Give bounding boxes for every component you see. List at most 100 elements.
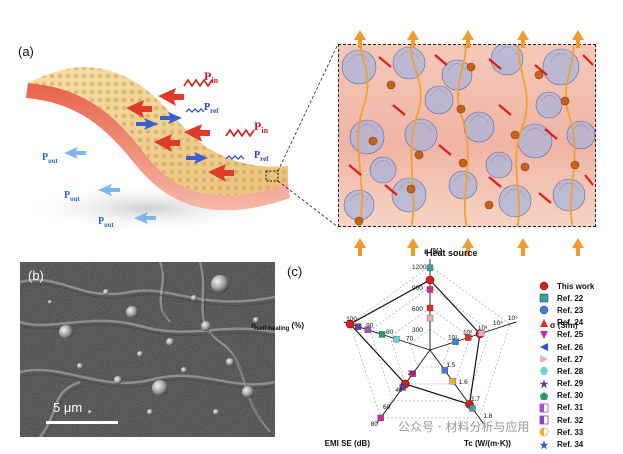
- sem-bead: [191, 295, 197, 301]
- sem-bead: [114, 376, 122, 384]
- radar-grid-ring: [389, 307, 471, 385]
- bubble: [535, 91, 563, 119]
- reflected-arrows: [136, 112, 208, 164]
- legend-symbol: [538, 391, 550, 401]
- legend-item: Ref. 27: [538, 353, 618, 365]
- bubble: [369, 156, 397, 184]
- red-dash: [378, 56, 392, 68]
- radar-tick-label: 10³: [478, 325, 488, 332]
- particle: [484, 200, 494, 210]
- this-work-marker: [345, 319, 355, 329]
- label-p-ref-1: Pref: [204, 102, 219, 115]
- heat-arrow: [407, 30, 419, 48]
- radar-axis-label: Tc (W/(m·K)): [464, 439, 511, 448]
- legend-symbol: [538, 366, 550, 376]
- legend-label: Ref. 32: [557, 415, 584, 425]
- sem-bead: [48, 300, 52, 304]
- heat-path: [457, 45, 469, 226]
- heat-arrow: [407, 238, 419, 256]
- radar-tick-label: 20: [408, 370, 416, 377]
- heat-arrow: [354, 238, 366, 256]
- reference-marker: [377, 414, 384, 422]
- panel-a: (a): [8, 8, 615, 258]
- sem-bead: [59, 325, 73, 339]
- heat-arrow: [572, 30, 584, 48]
- reference-marker: [393, 335, 400, 343]
- sem-bead: [253, 317, 259, 323]
- legend-symbol: [538, 330, 550, 340]
- red-dash: [488, 58, 502, 70]
- sem-bead: [166, 338, 174, 346]
- radar-tick-label: 10⁴: [493, 320, 503, 327]
- this-work-outline: [349, 279, 481, 406]
- zoom-region-marker: [265, 170, 279, 182]
- label-p-out-3: Pout: [98, 216, 115, 229]
- radar-tick-label: 1.7: [471, 396, 480, 403]
- reference-marker: [409, 370, 416, 377]
- radar-tick-label: 60: [383, 404, 391, 411]
- reference-marker: [378, 331, 386, 338]
- red-dash: [434, 54, 448, 66]
- reference-marker: [426, 264, 434, 271]
- red-dash: [348, 164, 362, 176]
- reference-marker: [399, 384, 406, 391]
- radar-tick-label: 90: [366, 323, 374, 330]
- reference-marker: [452, 338, 459, 345]
- reference-marker: [469, 405, 476, 412]
- red-dash: [384, 184, 398, 196]
- particle: [406, 184, 416, 194]
- particle: [560, 96, 570, 106]
- legend-symbol: [538, 440, 550, 450]
- sem-bead: [242, 386, 254, 398]
- legend-label: Ref. 26: [557, 342, 584, 352]
- legend-item: Ref. 24: [538, 317, 618, 329]
- label-p-out-2: Pout: [64, 190, 81, 203]
- reference-marker: [354, 323, 362, 330]
- legend-label: Ref. 23: [557, 305, 584, 315]
- sem-bead: [226, 358, 234, 366]
- red-dash: [438, 144, 452, 156]
- radar-tick-labels: 300600900120010¹10²10³10⁴10⁵1.51.61.71.8…: [346, 264, 518, 428]
- particles: [354, 62, 580, 226]
- radar-axis-label: ηself-healing (%): [251, 321, 304, 332]
- sem-bead: [201, 321, 211, 331]
- reference-marker: [364, 326, 371, 333]
- reference-marker: [441, 367, 448, 374]
- legend-item: Ref. 33: [538, 426, 618, 438]
- label-p-ref-2: Pref: [254, 150, 269, 163]
- radar-tick-label: 80: [371, 421, 379, 428]
- heat-paths: [357, 45, 576, 226]
- particle: [368, 136, 378, 146]
- panel-label-a: (a): [18, 44, 34, 59]
- particle: [456, 104, 466, 114]
- radar-grid: [349, 265, 511, 419]
- red-dash: [538, 192, 552, 204]
- label-p-in-2: Pin: [254, 119, 269, 135]
- radar-markers: [345, 264, 485, 422]
- particle: [354, 216, 364, 226]
- legend-symbol: [538, 415, 550, 425]
- bubble: [441, 59, 473, 91]
- legend-label: Ref. 27: [557, 354, 584, 364]
- radar-axis-label: EMI SE (dB): [325, 439, 371, 448]
- film-particles: [28, 67, 288, 196]
- bubble: [552, 178, 586, 212]
- radar-tick-label: 1.6: [459, 379, 468, 386]
- red-dash: [582, 54, 594, 66]
- heat-arrow: [517, 238, 529, 256]
- bubble: [448, 170, 478, 200]
- reflected-wave-2: [225, 155, 245, 160]
- legend-label: Ref. 29: [557, 379, 584, 389]
- legend-symbol: [538, 403, 550, 413]
- incident-wave-2: [225, 128, 255, 138]
- heat-path: [357, 45, 369, 226]
- legend-label: Ref. 25: [557, 330, 584, 340]
- red-dash: [544, 128, 558, 140]
- sem-bead: [181, 367, 187, 373]
- radar-grid-ring: [409, 328, 451, 368]
- particle: [534, 70, 544, 80]
- legend-item: Ref. 23: [538, 304, 618, 316]
